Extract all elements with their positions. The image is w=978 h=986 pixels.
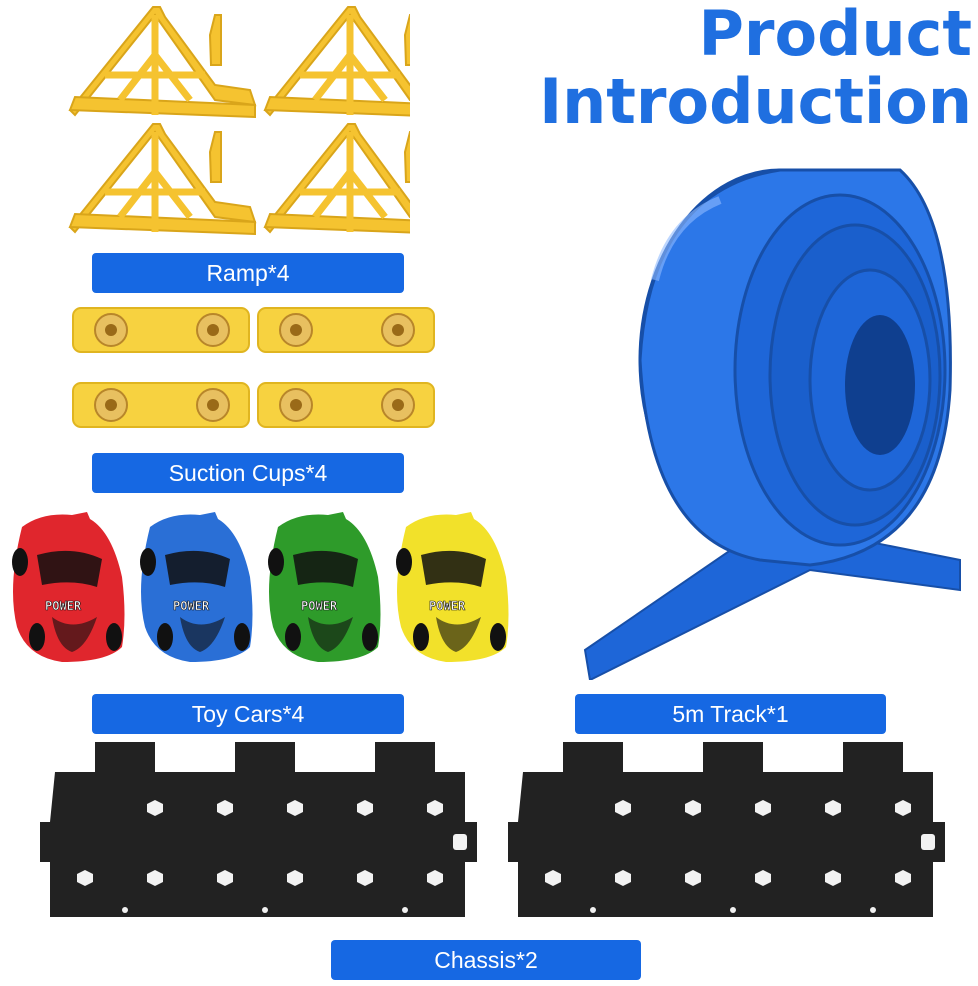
ramp-icon <box>70 124 255 234</box>
toy-car-blue-icon <box>140 512 253 662</box>
ramp-label: Ramp*4 <box>92 253 404 293</box>
title-line-1: Product <box>698 0 972 70</box>
suction-cup-icon <box>72 382 250 428</box>
chassis-icon <box>40 742 477 917</box>
car-text: POWER <box>45 599 82 613</box>
chassis-group <box>40 742 945 917</box>
suction-cup-icon <box>257 382 435 428</box>
track-label: 5m Track*1 <box>575 694 886 734</box>
suction-cups-group <box>72 307 435 428</box>
ramp-icon <box>265 7 410 117</box>
chassis-label: Chassis*2 <box>331 940 641 980</box>
toy-car-yellow-icon <box>396 512 509 662</box>
car-text: POWER <box>173 599 210 613</box>
car-text: POWER <box>429 599 466 613</box>
track-roll-icon <box>583 168 961 680</box>
suction-cups-label: Suction Cups*4 <box>92 453 404 493</box>
ramp-icon <box>265 124 410 234</box>
toy-cars-label: Toy Cars*4 <box>92 694 404 734</box>
ramps-group <box>60 0 410 250</box>
suction-cup-icon <box>72 307 250 353</box>
ramp-icon <box>70 7 255 117</box>
toy-car-red-icon <box>12 512 125 662</box>
suction-cup-icon <box>257 307 435 353</box>
toy-car-green-icon <box>268 512 381 662</box>
title-line-2: Introduction <box>539 65 972 138</box>
car-text: POWER <box>301 599 338 613</box>
product-introduction-title: Product Introduction <box>539 0 972 136</box>
toy-cars-group: POWER POWER POWER POWER <box>12 512 509 662</box>
chassis-icon <box>508 742 945 917</box>
